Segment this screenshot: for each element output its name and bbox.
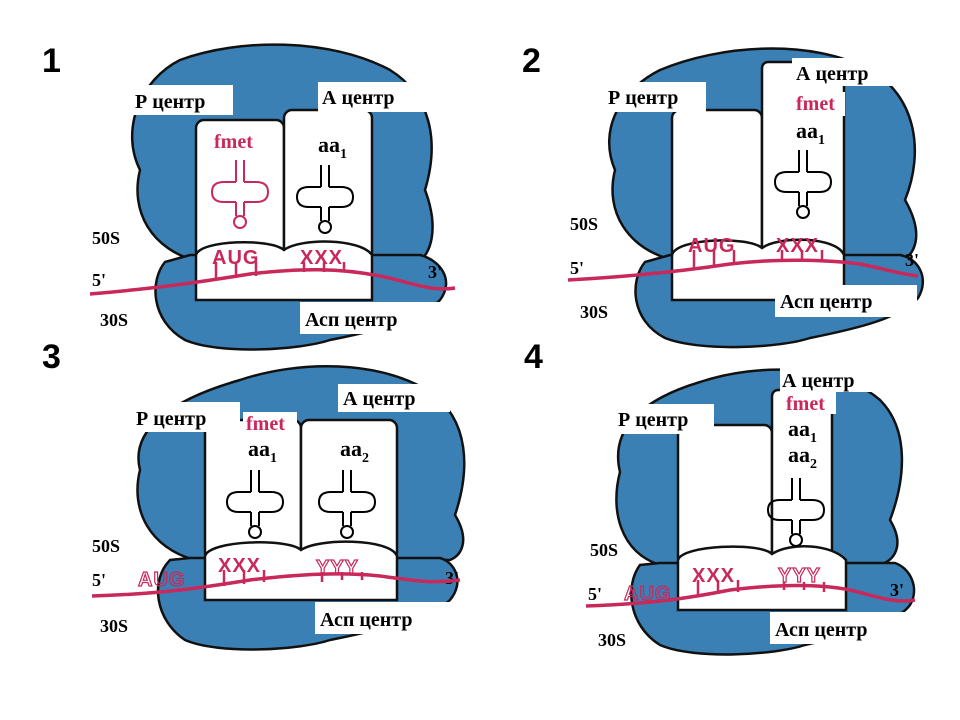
svg-text:aa1: aa1 [248, 436, 277, 466]
aa2-trna-icon [317, 470, 377, 539]
three-prime-label: 3' [428, 262, 442, 282]
a-trna-subscript: 2 [362, 451, 369, 466]
a-trna-subscript-2: 2 [810, 457, 817, 472]
a-trna-subscript-1: 1 [810, 431, 817, 446]
panel-number: 4 [524, 338, 543, 376]
svg-text:aa1: aa1 [318, 132, 347, 162]
a-trna-fmet-label: fmet [796, 93, 835, 115]
fmet-aa1-trna-icon [225, 470, 285, 539]
p-trna-fmet-label: fmet [246, 413, 285, 435]
p-site-channel [676, 423, 774, 567]
a-trna-fmet-label: fmet [786, 393, 825, 415]
panel-number: 1 [42, 42, 61, 80]
p-site-label: Р центр [136, 408, 206, 430]
codon-a: YYY [778, 565, 821, 587]
peptidyl-trna-icon [766, 478, 826, 547]
aa1-trna-icon [295, 165, 355, 234]
a-trna-aa1-label: aa [788, 416, 810, 441]
a-site-channel [760, 60, 846, 262]
a-site-label: А центр [322, 87, 395, 109]
exit-site-label: Асп центр [305, 309, 397, 331]
codon-a: XXX [300, 247, 343, 269]
a-site-label: А центр [782, 370, 855, 392]
a-trna-aa2-label: aa [788, 442, 810, 467]
p-trna-label: aa [248, 436, 270, 461]
codon-ticks [692, 250, 824, 268]
codon-ticks [222, 570, 364, 586]
p-trna-label: fmet [214, 131, 253, 153]
codon-p: AUG [212, 247, 259, 269]
small-subunit-label: 30S [100, 616, 128, 636]
a-trna-label: aa [796, 118, 818, 143]
small-subunit-label: 30S [580, 302, 608, 322]
p-trna-subscript: 1 [270, 451, 277, 466]
panel-number: 2 [522, 42, 541, 80]
panel-4: 4 Р центр А центр Асп центр 50S 30S 5' 3… [524, 338, 916, 656]
exit-site-label: Асп центр [780, 291, 872, 313]
small-subunit-label: 30S [598, 630, 626, 650]
codon-ticks [214, 262, 346, 280]
codon-p: XXX [218, 555, 261, 577]
panel-1: 1 Р центр А центр Асп центр 50S 30S 5' 3… [42, 42, 456, 351]
p-site-label: Р центр [618, 409, 688, 431]
p-site-label: Р центр [608, 87, 678, 109]
a-trna-subscript: 1 [340, 147, 347, 162]
mrna-strand [89, 268, 456, 296]
codon-exit: AUG [138, 569, 185, 591]
codon-a: XXX [776, 235, 819, 257]
exit-site-label: Асп центр [320, 609, 412, 631]
codon-p: XXX [692, 565, 735, 587]
fmet-trna-icon [210, 160, 270, 229]
large-subunit-label: 50S [92, 228, 120, 248]
codon-p: AUG [688, 235, 735, 257]
small-subunit-label: 30S [100, 310, 128, 330]
five-prime-label: 5' [92, 270, 106, 290]
mrna-strand [585, 583, 916, 608]
five-prime-label: 5' [570, 258, 584, 278]
svg-text:aa2: aa2 [340, 436, 369, 466]
a-site-label: А центр [796, 63, 869, 85]
mrna-strand [91, 572, 461, 598]
three-prime-label: 3' [905, 250, 919, 270]
decoding-groove [203, 540, 399, 602]
svg-text:aa1: aa1 [788, 416, 817, 446]
a-site-label: А центр [343, 388, 416, 410]
p-site-label: Р центр [135, 91, 205, 113]
a-trna-label: aa [318, 132, 340, 157]
a-trna-label: aa [340, 436, 362, 461]
fmet-aa1-trna-icon [773, 150, 833, 219]
codon-ticks [696, 580, 826, 596]
svg-text:aa2: aa2 [788, 442, 817, 472]
mrna-strand [567, 258, 919, 282]
large-subunit-label: 50S [92, 536, 120, 556]
decoding-groove [676, 545, 848, 612]
large-subunit-label: 50S [590, 540, 618, 560]
a-trna-subscript: 1 [818, 133, 825, 148]
five-prime-label: 5' [92, 570, 106, 590]
panel-number: 3 [42, 338, 61, 376]
exit-site-label: Асп центр [775, 619, 867, 641]
five-prime-label: 5' [588, 584, 602, 604]
panel-3: 3 Р центр А центр Асп центр 50S 30S 5' 3… [42, 338, 466, 651]
panel-2: 2 Р центр А центр Асп центр 50S 30S 5' 3… [522, 42, 924, 349]
svg-text:aa1: aa1 [796, 118, 825, 148]
three-prime-label: 3' [445, 568, 459, 588]
three-prime-label: 3' [890, 580, 904, 600]
large-subunit-label: 50S [570, 214, 598, 234]
